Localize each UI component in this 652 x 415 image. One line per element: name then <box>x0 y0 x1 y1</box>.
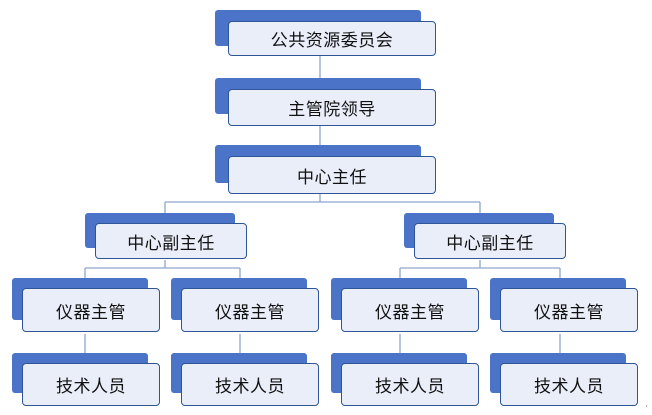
node-instr-2-label: 仪器主管 <box>181 288 319 332</box>
node-committee-label: 公共资源委员会 <box>228 21 436 56</box>
corner-tick-mark: ‘ <box>645 404 648 413</box>
node-instr-4-label: 仪器主管 <box>500 288 638 332</box>
node-leader-label: 主管院领导 <box>228 89 436 126</box>
node-deputy-left-label: 中心副主任 <box>95 223 247 259</box>
node-tech-4-label: 技术人员 <box>500 363 638 406</box>
node-instr-3-label: 仪器主管 <box>341 288 479 332</box>
node-tech-2-label: 技术人员 <box>181 363 319 406</box>
node-tech-3-label: 技术人员 <box>341 363 479 406</box>
node-tech-1-label: 技术人员 <box>22 363 160 406</box>
node-instr-1-label: 仪器主管 <box>22 288 160 332</box>
node-director-label: 中心主任 <box>228 156 436 194</box>
node-deputy-right-label: 中心副主任 <box>414 223 566 259</box>
